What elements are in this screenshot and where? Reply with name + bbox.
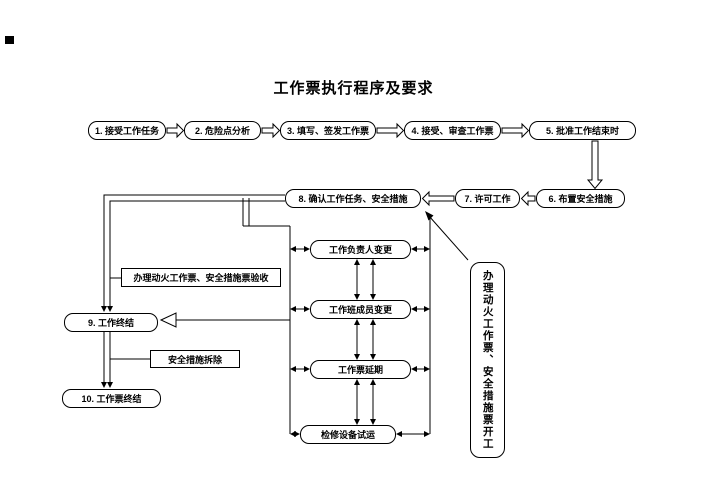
node-step1-accept-task: 1. 接受工作任务 — [88, 121, 166, 140]
node-member-change: 工作班成员变更 — [310, 300, 411, 319]
node-step3-fill-issue-ticket: 3. 填写、签发工作票 — [280, 121, 376, 140]
node-step6-arrange-safety-measures: 6. 布置安全措施 — [536, 189, 625, 208]
arrowhead-into-step9 — [159, 312, 177, 328]
arrow-step2-step3 — [261, 122, 281, 139]
node-ticket-extension: 工作票延期 — [310, 360, 411, 379]
arrow-step4-step5 — [501, 122, 530, 139]
corner-mark-icon — [5, 36, 14, 44]
solid-arrowheads — [101, 211, 434, 437]
node-step2-hazard-analysis: 2. 危险点分析 — [184, 121, 261, 140]
node-equipment-trial-run: 检修设备试运 — [300, 425, 396, 444]
arrow-step3-step4 — [376, 122, 405, 139]
arrow-step6-step7 — [520, 190, 536, 207]
node-safety-measure-removal: 安全措施拆除 — [150, 350, 240, 368]
hot-work-start-label: 办理动火工作票、安全措施票开工 — [481, 270, 494, 450]
node-hot-work-ticket-start: 办理动火工作票、安全措施票开工 — [470, 262, 505, 458]
node-step10-ticket-end: 10. 工作票终结 — [62, 389, 161, 408]
arrow-step1-step2 — [166, 122, 185, 139]
flow-block-arrows — [166, 122, 604, 207]
arrow-step5-step6 — [586, 140, 604, 190]
node-step9-work-end: 9. 工作终结 — [64, 313, 158, 332]
arrowhead-into-step8 — [425, 211, 434, 221]
diagram-title: 工作票执行程序及要求 — [273, 80, 434, 97]
node-step5-approve: 5. 批准工作结束时 — [529, 121, 636, 140]
node-step4-receive-review-ticket: 4. 接受、审查工作票 — [404, 121, 501, 140]
node-step8-confirm-tasks-measures: 8. 确认工作任务、安全措施 — [285, 189, 421, 208]
node-leader-change: 工作负责人变更 — [310, 240, 411, 259]
node-step7-permit-work: 7. 许可工作 — [455, 189, 520, 208]
arrow-step7-step8 — [421, 190, 455, 207]
node-hot-work-ticket-acceptance: 办理动火工作票、安全措施票验收 — [121, 268, 281, 287]
connector-lines — [103, 194, 469, 435]
